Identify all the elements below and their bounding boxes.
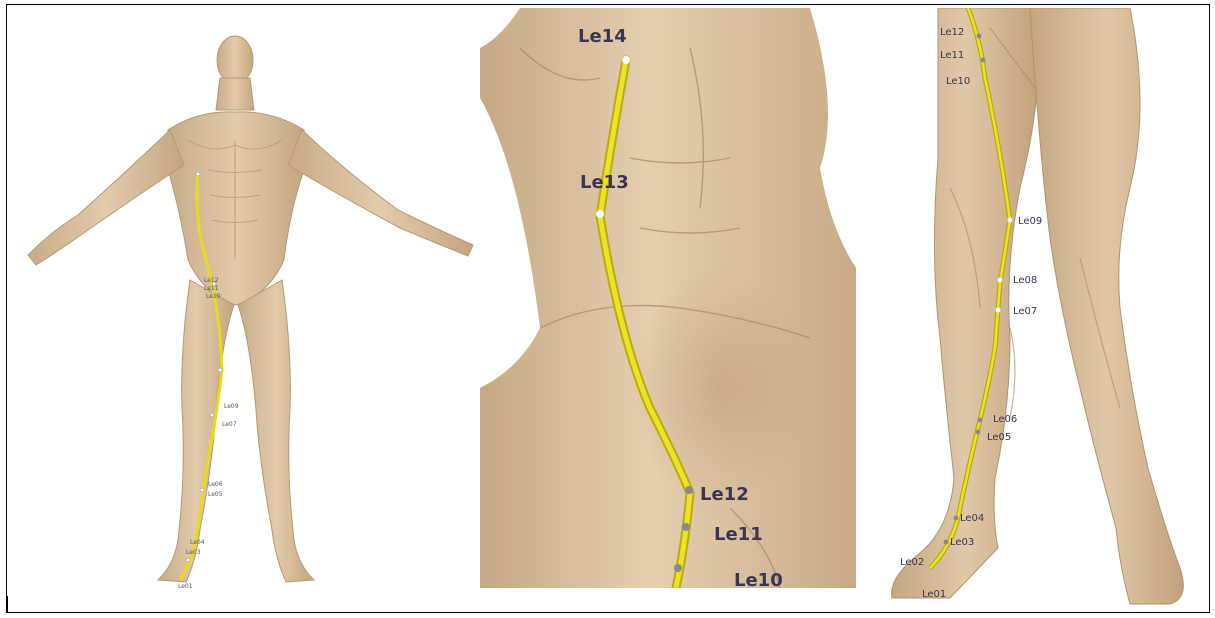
label-leg-le11: Le11	[940, 50, 964, 61]
label-le05-small: Le05	[208, 491, 223, 498]
panel-torso-closeup: Le14 Le13 Le12 Le11 Le10	[480, 8, 856, 588]
label-le09-small: Le09	[224, 403, 239, 410]
label-le12: Le12	[700, 484, 749, 505]
label-leg-le10: Le10	[946, 76, 970, 87]
frame-top-border	[6, 4, 1210, 5]
label-leg-le12: Le12	[940, 27, 964, 38]
label-leg-le06: Le06	[993, 414, 1017, 425]
label-leg-le07: Le07	[1013, 306, 1037, 317]
label-leg-le03: Le03	[950, 537, 974, 548]
label-le11: Le11	[714, 524, 763, 545]
frame-bottom-border	[6, 612, 1210, 613]
label-le13: Le13	[580, 172, 629, 193]
label-le14: Le14	[578, 26, 627, 47]
body-silhouette	[28, 36, 473, 582]
panel-full-body: Le12 Le11 Le10 Le09 Le07 Le06 Le05 Le04 …	[8, 20, 488, 610]
label-le04-small: Le04	[190, 539, 205, 546]
label-leg-le04: Le04	[960, 513, 984, 524]
label-le10: Le10	[734, 570, 783, 588]
frame-right-border	[1209, 4, 1210, 613]
panel-leg-closeup: Le12 Le11 Le10 Le09 Le08 Le07 Le06 Le05 …	[880, 8, 1205, 606]
label-le06-small: Le06	[208, 481, 223, 488]
label-leg-le02: Le02	[900, 557, 924, 568]
label-le12-small: Le12	[204, 277, 219, 284]
label-leg-le01: Le01	[922, 589, 946, 600]
label-le01-small: Le01	[178, 583, 193, 590]
label-leg-le09: Le09	[1018, 216, 1042, 227]
label-le07-small: Le07	[222, 421, 237, 428]
label-leg-le08: Le08	[1013, 275, 1037, 286]
legs-silhouette	[892, 8, 1184, 604]
abdomen-shade	[630, 268, 810, 508]
label-leg-le05: Le05	[987, 432, 1011, 443]
label-le10-small: Le10	[206, 293, 221, 300]
label-le03-small: Le03	[186, 549, 201, 556]
label-le11-small: Le11	[204, 285, 219, 292]
frame-left-border	[6, 4, 7, 613]
